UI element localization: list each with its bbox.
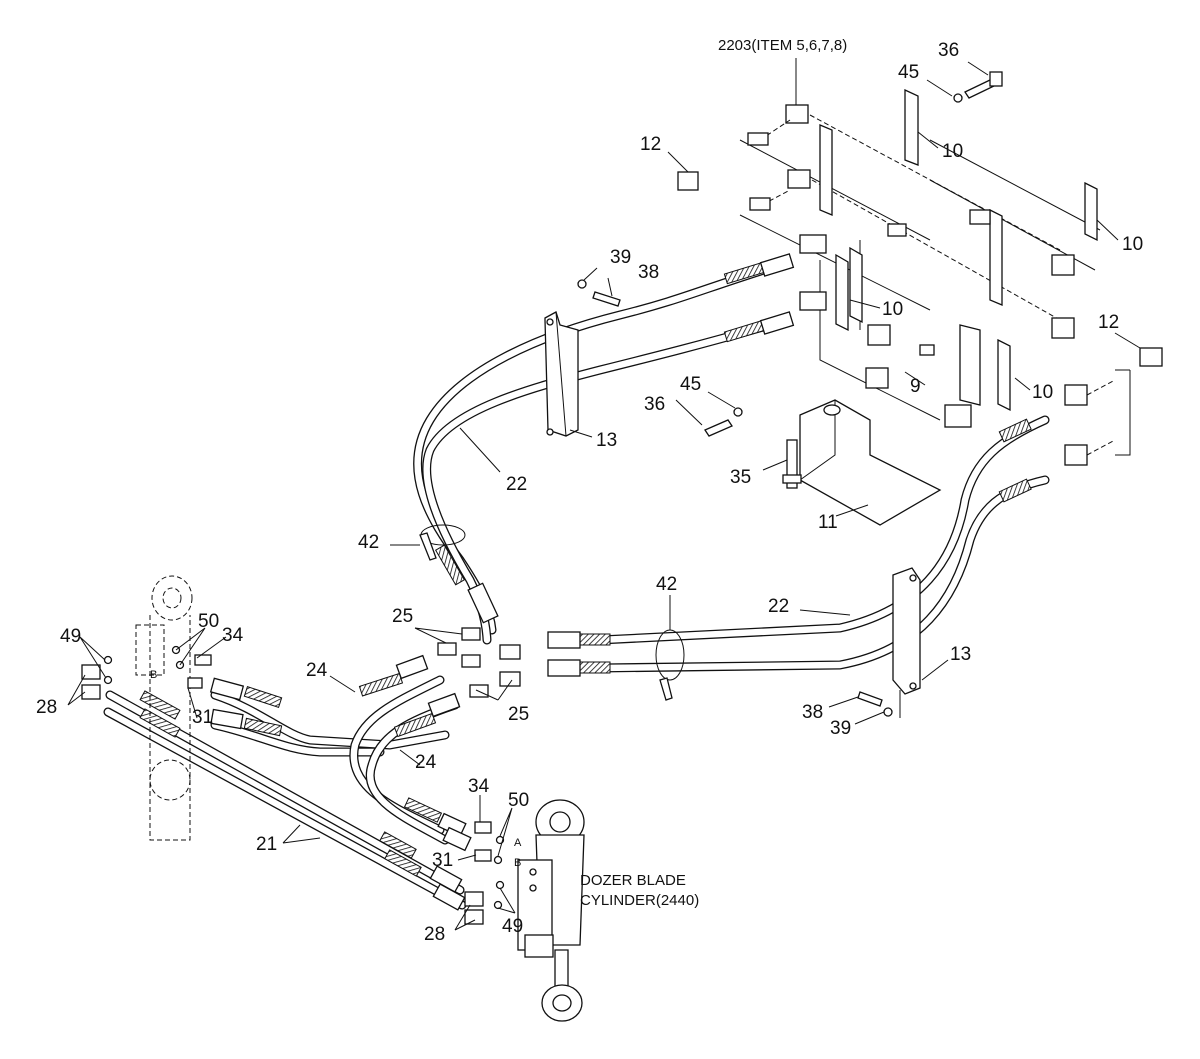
cable-tie-42-left [419, 524, 466, 561]
label-25-bottom: 25 [508, 704, 529, 725]
label-39-bottom: 39 [830, 718, 851, 739]
label-50-bottom: 50 [508, 790, 529, 811]
label-24-top: 24 [306, 660, 328, 681]
label-34-bottom: 34 [468, 776, 490, 797]
label-22-top: 22 [506, 474, 527, 495]
label-22-mid: 22 [768, 596, 789, 617]
bolt-38-top [577, 279, 621, 307]
label-2203-callout: 2203(ITEM 5,6,7,8) [718, 37, 847, 54]
label-50-left: 50 [198, 611, 219, 632]
label-49-bottom: 49 [502, 916, 523, 937]
label-25-top: 25 [392, 606, 413, 627]
label-10-c: 10 [882, 299, 903, 320]
label-42-mid: 42 [656, 574, 677, 595]
label-42-left: 42 [358, 532, 379, 553]
label-36-top: 36 [938, 40, 959, 61]
label-38-bottom: 38 [802, 702, 823, 723]
label-10-b: 10 [1122, 234, 1143, 255]
mid-mount-assembly [704, 234, 1163, 526]
label-10-a: 10 [942, 141, 963, 162]
label-28-bottom: 28 [424, 924, 445, 945]
port-b-label: B [514, 857, 521, 869]
cylinder-label-line2: CYLINDER(2440) [580, 892, 699, 909]
hose-22-lower [547, 415, 1050, 677]
label-13-top: 13 [596, 430, 617, 451]
label-12-left: 12 [640, 134, 661, 155]
hoses-21 [103, 690, 467, 911]
port-b-left-label: B [150, 669, 157, 681]
label-45-top: 45 [898, 62, 919, 83]
hose-22-upper [413, 253, 795, 645]
label-45-mid: 45 [680, 374, 701, 395]
label-13-right: 13 [950, 644, 971, 665]
label-24-bottom: 24 [415, 752, 437, 773]
label-11: 11 [818, 512, 838, 533]
dozer-blade-cylinder: A B [464, 799, 585, 1022]
port-a-label: A [514, 837, 522, 849]
cylinder-label-line1: DOZER BLADE [580, 872, 686, 889]
clamp-13-right [892, 567, 921, 695]
label-35: 35 [730, 467, 751, 488]
label-9: 9 [910, 376, 921, 397]
hoses-24 [209, 654, 472, 852]
upper-manifold-assembly [677, 71, 1101, 339]
bolt-38-bottom [857, 691, 893, 717]
label-39-top: 39 [610, 247, 631, 268]
label-34-left: 34 [222, 625, 244, 646]
label-12-right: 12 [1098, 312, 1119, 333]
label-21: 21 [256, 834, 277, 855]
label-31-bottom: 31 [432, 850, 453, 871]
label-28-left: 28 [36, 697, 57, 718]
label-10-d: 10 [1032, 382, 1053, 403]
leader-lines [67, 58, 1141, 931]
clamp-13-top [544, 311, 579, 437]
label-38-top: 38 [638, 262, 659, 283]
label-49-left: 49 [60, 626, 81, 647]
label-36-mid: 36 [644, 394, 665, 415]
part-number-labels: 2203(ITEM 5,6,7,8) 36 45 12 10 10 39 38 … [36, 37, 1143, 945]
label-31-left: 31 [192, 707, 213, 728]
cable-tie-42-mid [655, 629, 685, 701]
